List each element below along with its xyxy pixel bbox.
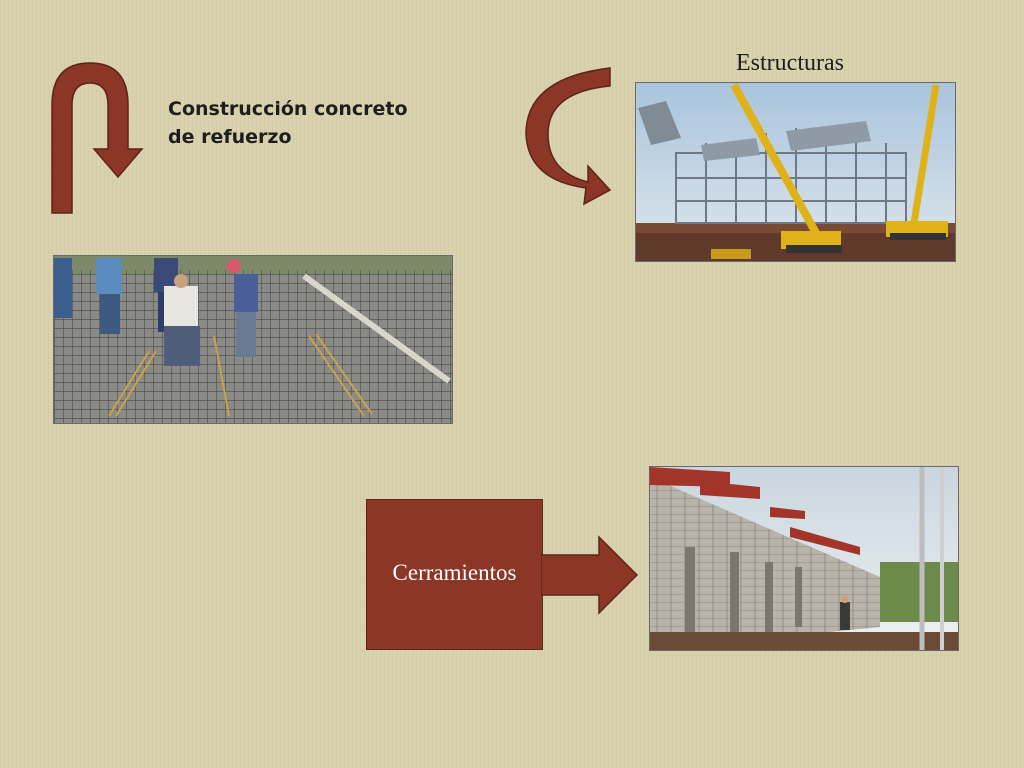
rebar-photo [53,255,453,424]
right-arrow-icon [541,535,639,615]
block-walls-photo [649,466,959,651]
curved-arrow-icon [525,67,612,206]
cerramientos-label: Cerramientos [392,560,517,585]
structures-photo [635,82,956,262]
construccion-label: Construcción concreto de refuerzo [168,98,408,148]
u-turn-arrow-icon [51,62,144,214]
cerramientos-box [366,499,543,650]
estructuras-label: Estructuras [736,50,844,76]
